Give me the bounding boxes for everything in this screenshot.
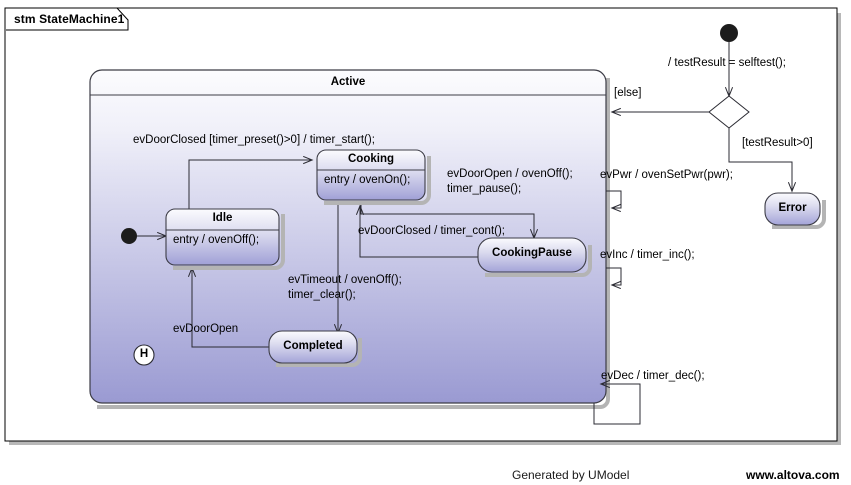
state-cookingpause[interactable]	[477, 237, 592, 277]
footer-website: www.altova.com	[746, 468, 840, 482]
state-completed[interactable]	[268, 330, 362, 367]
transition-label-dooropen-pause-line1: evDoorOpen / ovenOff();	[447, 168, 573, 180]
transition-label-dooropen-idle: evDoorOpen	[173, 323, 239, 335]
transition-label-doorclosed-cont: evDoorClosed / timer_cont();	[358, 225, 505, 237]
self-transition-evdec	[593, 384, 641, 425]
transition-testresult-to-error	[728, 128, 792, 191]
transition-label-testresult: [testResult>0]	[742, 137, 813, 149]
transition-cookingpause-to-cooking	[360, 206, 478, 258]
transition-label-selftest: / testResult = selftest();	[668, 57, 786, 69]
self-transition-evpwr	[606, 190, 622, 208]
transition-label-dooropen-pause-line2: timer_pause();	[447, 183, 522, 195]
state-name-error: Error	[778, 202, 807, 214]
transition-label-timeout-line1: evTimeout / ovenOff();	[288, 274, 402, 286]
frame-label: stm StateMachine1	[14, 12, 125, 26]
state-name-cooking: Cooking	[348, 153, 394, 165]
transition-label-evdec: evDec / timer_dec();	[601, 370, 705, 382]
composite-state-active[interactable]	[89, 69, 610, 409]
state-name-cookingpause: CookingPause	[492, 247, 572, 259]
frame-shadow	[9, 13, 841, 445]
transition-label-else: [else]	[614, 87, 642, 99]
state-idle[interactable]	[165, 208, 285, 270]
state-body-cooking: entry / ovenOn();	[324, 174, 411, 186]
transition-label-timeout-line2: timer_clear();	[288, 289, 356, 301]
composite-state-name: Active	[330, 76, 366, 88]
state-error[interactable]	[764, 192, 826, 229]
history-pseudostate[interactable]	[133, 344, 155, 366]
initial-pseudostate-top	[720, 24, 738, 96]
state-name-completed: Completed	[283, 340, 343, 352]
transition-completed-to-idle	[192, 268, 269, 348]
transition-idle-to-cooking	[188, 160, 312, 209]
transition-label-doorclosed-cooking: evDoorClosed [timer_preset()>0] / timer_…	[133, 134, 375, 146]
history-label: H	[139, 348, 149, 360]
transition-initial-to-idle	[121, 228, 166, 244]
state-name-idle: Idle	[212, 212, 233, 224]
footer-generated-by: Generated by UModel	[512, 468, 630, 482]
state-cooking[interactable]	[316, 149, 431, 205]
transition-label-evpwr: evPwr / ovenSetPwr(pwr);	[600, 169, 733, 181]
self-transition-evinc	[606, 267, 622, 285]
state-body-idle: entry / ovenOff();	[173, 234, 260, 246]
transition-label-evinc: evInc / timer_inc();	[600, 249, 695, 261]
